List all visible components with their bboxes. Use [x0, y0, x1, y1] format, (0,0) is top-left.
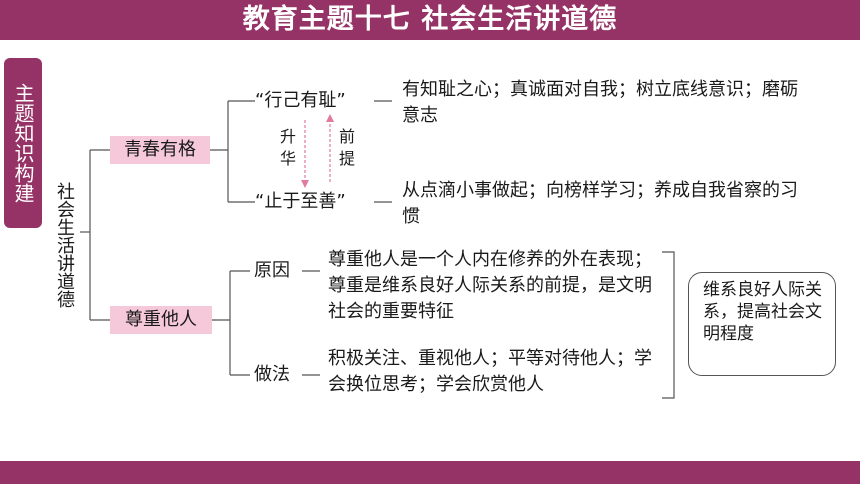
summary-bracket [662, 251, 675, 399]
arrow-down-head [301, 180, 309, 188]
desc-zuofa: 积极关注、重视他人；平等对待他人；学会换位思考；学会欣赏他人 [328, 348, 652, 395]
desc-xingji: 有知耻之心；真诚面对自我；树立底线意识；磨砺意志 [402, 79, 798, 126]
link-label-up: 升华 [279, 127, 296, 168]
node-xingji: “行己有耻” [255, 90, 346, 111]
arrow-up-head [326, 114, 334, 122]
summary-box: 维系良好人际关系，提高社会文明程度 [688, 272, 836, 376]
branch-zunzhong: 尊重他人 [110, 306, 212, 334]
desc-zhiyu: 从点滴小事做起；向榜样学习；养成自我省察的习惯 [402, 180, 798, 227]
node-zhiyu: “止于至善” [255, 191, 346, 212]
page-title: 教育主题十七 社会生活讲道德 [242, 4, 618, 35]
root-node: 社会生活讲道德 [54, 182, 75, 308]
footer-bar [0, 461, 860, 484]
link-label-down: 前提 [338, 127, 355, 168]
desc-yuanyin: 尊重他人是一个人内在修养的外在表现；尊重是维系良好人际关系的前提，是文明社会的重… [328, 249, 652, 322]
node-yuanyin: 原因 [254, 260, 290, 281]
title-bar [0, 0, 860, 40]
section-tab: 主题知识构建 [4, 58, 42, 228]
branch-qingchun: 青春有格 [110, 136, 210, 164]
node-zuofa: 做法 [254, 364, 290, 385]
